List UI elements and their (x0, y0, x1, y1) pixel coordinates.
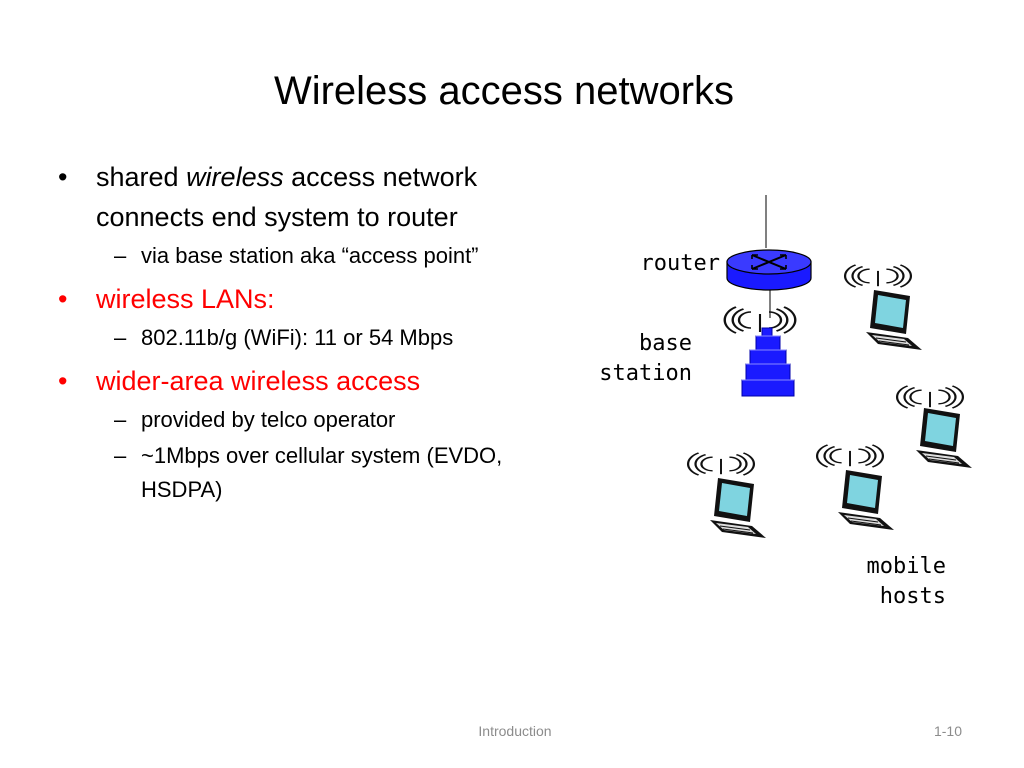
mobile-hosts-label-line2: hosts (879, 584, 946, 609)
base-station-label-line2: station (599, 361, 692, 386)
mobile-hosts-label-line1: mobile (866, 554, 946, 579)
slide-title: Wireless access networks (273, 69, 735, 113)
laptop-icon (843, 263, 923, 351)
bullet-wireless-lans: • wireless LANs: (58, 279, 578, 319)
sub-bullet-wifi: – 802.11b/g (WiFi): 11 or 54 Mbps (58, 321, 578, 355)
bullet-marker: • (58, 162, 68, 192)
laptop-icon (895, 384, 973, 469)
sub-bullet-telco: – provided by telco operator (58, 403, 578, 437)
bullet-text: wider-area wireless access (96, 366, 421, 396)
sub-bullet-text: via base station aka “access point” (141, 243, 479, 268)
base-station-label-line1: base (639, 331, 692, 356)
bullet-text-pre: shared (96, 162, 187, 192)
bullet-wider-area: • wider-area wireless access (58, 361, 578, 401)
bullet-text-emphasis: wireless (186, 162, 284, 192)
laptop-icon (815, 443, 895, 531)
sub-bullet-text: 802.11b/g (WiFi): 11 or 54 Mbps (141, 325, 454, 350)
base-station-wave-icon (723, 305, 797, 335)
bullet-marker: • (58, 284, 68, 314)
footer-page-number: 1-10 (933, 723, 962, 739)
sub-bullet-text: provided by telco operator (141, 407, 396, 432)
sub-bullet-text: ~1Mbps over cellular system (EVDO, HSDPA… (141, 443, 503, 502)
base-station-tower-icon (741, 327, 795, 397)
sub-bullet-marker: – (114, 443, 127, 468)
sub-bullet-marker: – (114, 325, 127, 350)
bullet-text-post: access network connects end system to ro… (96, 162, 478, 232)
bullet-text: wireless LANs: (96, 284, 275, 314)
sub-bullet-base-station: – via base station aka “access point” (58, 239, 578, 273)
bullet-marker: • (58, 366, 68, 396)
sub-bullet-marker: – (114, 243, 127, 268)
sub-bullet-marker: – (114, 407, 127, 432)
router-label: router (640, 251, 720, 276)
laptop-icon (686, 451, 767, 539)
bullet-shared-wireless: • shared wireless access network connect… (58, 157, 578, 237)
bullet-list: • shared wireless access network connect… (58, 155, 578, 507)
footer-section-title: Introduction (478, 723, 552, 739)
router-icon (726, 249, 812, 291)
sub-bullet-cellular: – ~1Mbps over cellular system (EVDO, HSD… (58, 439, 578, 507)
